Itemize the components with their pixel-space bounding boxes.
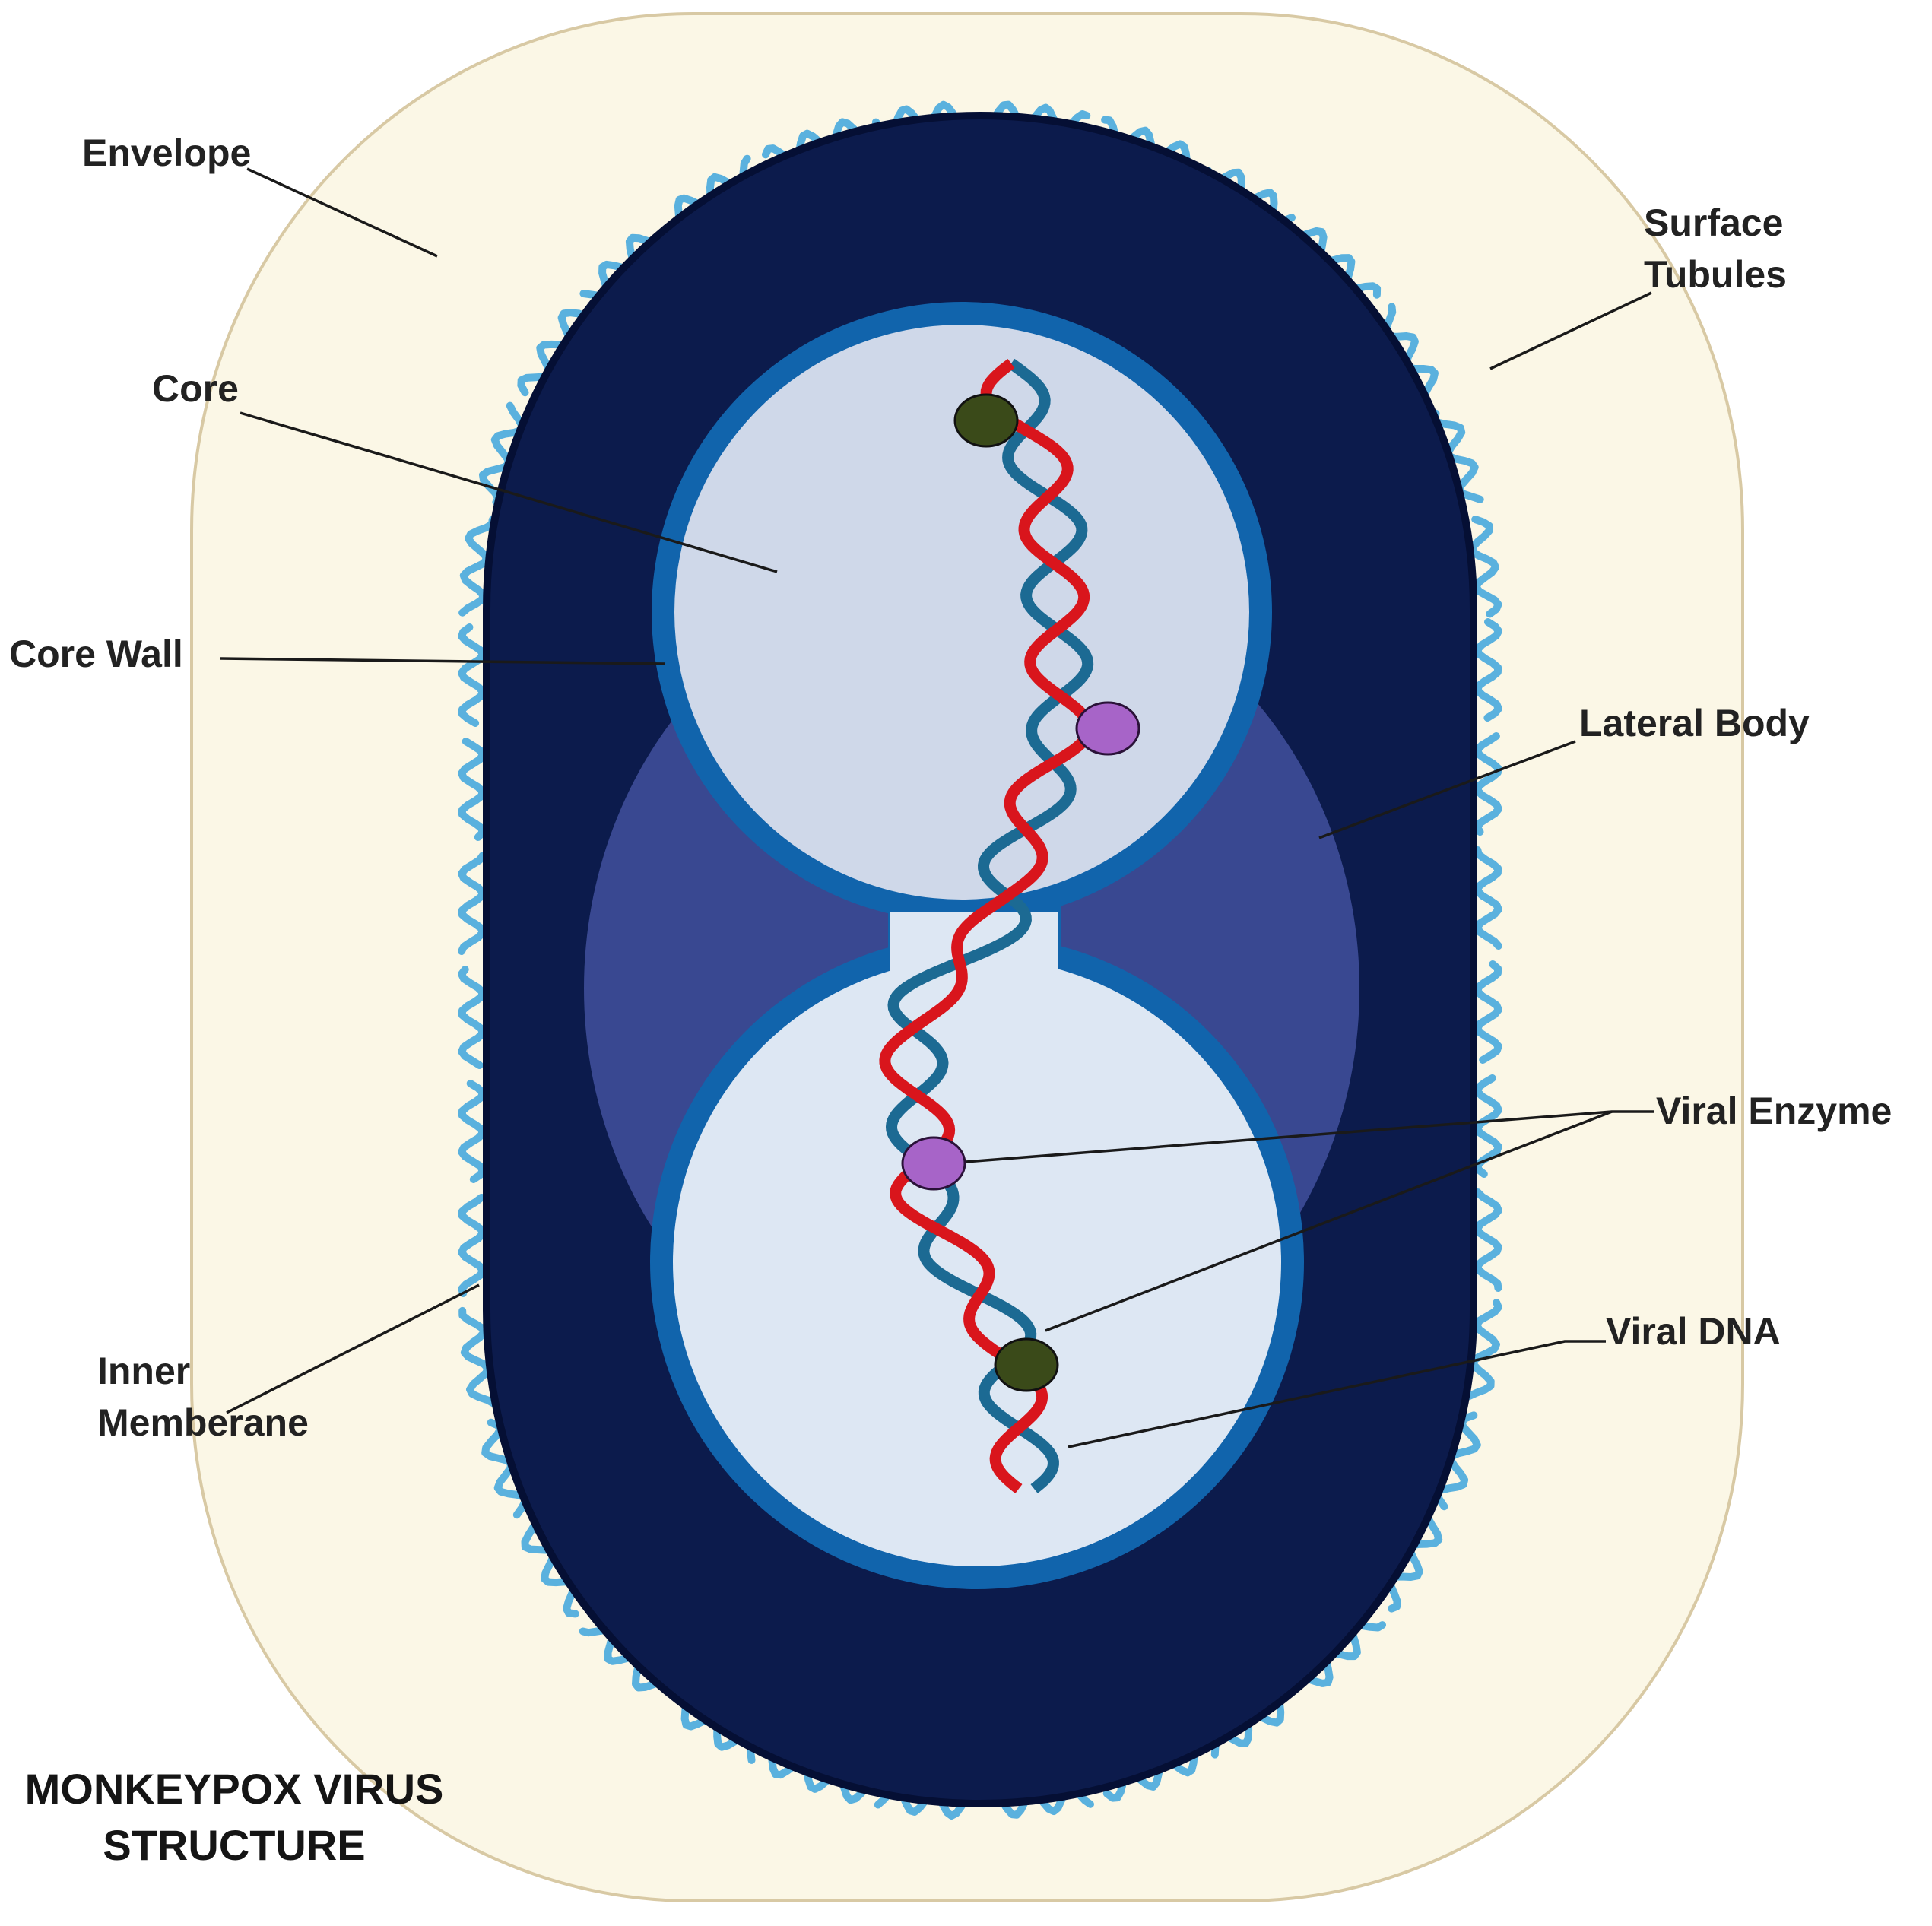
enzyme-purple-bottom xyxy=(901,1136,966,1191)
label-core-wall: Core Wall xyxy=(9,633,183,675)
surface-tubule xyxy=(1474,618,1502,722)
label-viral-enzyme: Viral Enzyme xyxy=(1656,1090,1892,1132)
surface-tubule xyxy=(458,738,487,841)
title-line-1: MONKEYPOX VIRUS xyxy=(25,1765,444,1813)
surface-tubule xyxy=(1474,846,1502,950)
label-envelope: Envelope xyxy=(82,132,251,174)
surface-tubule xyxy=(458,852,487,955)
leader-surface-tubules xyxy=(1489,291,1652,370)
surface-tubule xyxy=(1474,1188,1502,1292)
surface-tubule xyxy=(1296,227,1382,299)
label-surface-tubules-1: Surface xyxy=(1644,201,1783,244)
labels: Envelope Surface Tubules Core Core Wall … xyxy=(9,132,1892,1444)
surface-tubule xyxy=(458,1306,498,1407)
enzyme-green-top xyxy=(953,393,1019,448)
leader-core-wall xyxy=(220,657,666,665)
surface-tubule xyxy=(1465,1299,1502,1400)
title-line-2: STRUCTURE xyxy=(103,1821,365,1869)
surface-tubule xyxy=(1386,1515,1443,1613)
label-inner-membrane-2: Memberane xyxy=(97,1401,309,1444)
enzyme-green-bottom xyxy=(994,1337,1059,1392)
core-chamber-top xyxy=(674,325,1249,900)
surface-tubule xyxy=(521,1523,579,1618)
leader-lines xyxy=(220,167,1654,1448)
dna-strand-red xyxy=(879,358,1096,1493)
label-surface-tubules-2: Tubules xyxy=(1644,253,1787,296)
leader-inner-membrane xyxy=(226,1283,480,1414)
surface-tubule xyxy=(768,1756,866,1804)
surface-tubule xyxy=(1474,1074,1502,1178)
core xyxy=(650,302,1304,1589)
viral-dna xyxy=(879,358,1096,1493)
label-inner-membrane-1: Inner xyxy=(97,1350,190,1392)
core-chamber-bottom xyxy=(673,958,1281,1566)
leader-envelope xyxy=(246,167,438,258)
surface-tubule xyxy=(458,1080,487,1183)
surface-tubule xyxy=(458,966,487,1069)
diagram-title: MONKEYPOX VIRUS STRUCTURE xyxy=(25,1765,444,1869)
surface-tubule xyxy=(458,623,487,727)
label-lateral-body: Lateral Body xyxy=(1579,702,1810,744)
surface-tubule xyxy=(517,309,583,397)
surface-tubule xyxy=(1468,516,1502,618)
leader-viral-enzyme-2 xyxy=(1045,1110,1613,1332)
dna-strand-blue xyxy=(885,358,1094,1493)
leader-core xyxy=(240,411,778,573)
leader-viral-dna xyxy=(1068,1340,1606,1448)
surface-tubule xyxy=(458,1194,487,1297)
enzyme-purple-top xyxy=(1075,701,1140,756)
leader-lateral-body xyxy=(1318,740,1576,839)
viral-enzymes xyxy=(901,393,1140,1392)
surface-tubule xyxy=(1474,732,1502,836)
label-viral-dna: Viral DNA xyxy=(1606,1310,1781,1353)
surface-tubule xyxy=(1102,1750,1198,1802)
surface-tubule xyxy=(458,516,496,617)
label-core: Core xyxy=(152,367,239,410)
surface-tubule xyxy=(1474,960,1502,1064)
